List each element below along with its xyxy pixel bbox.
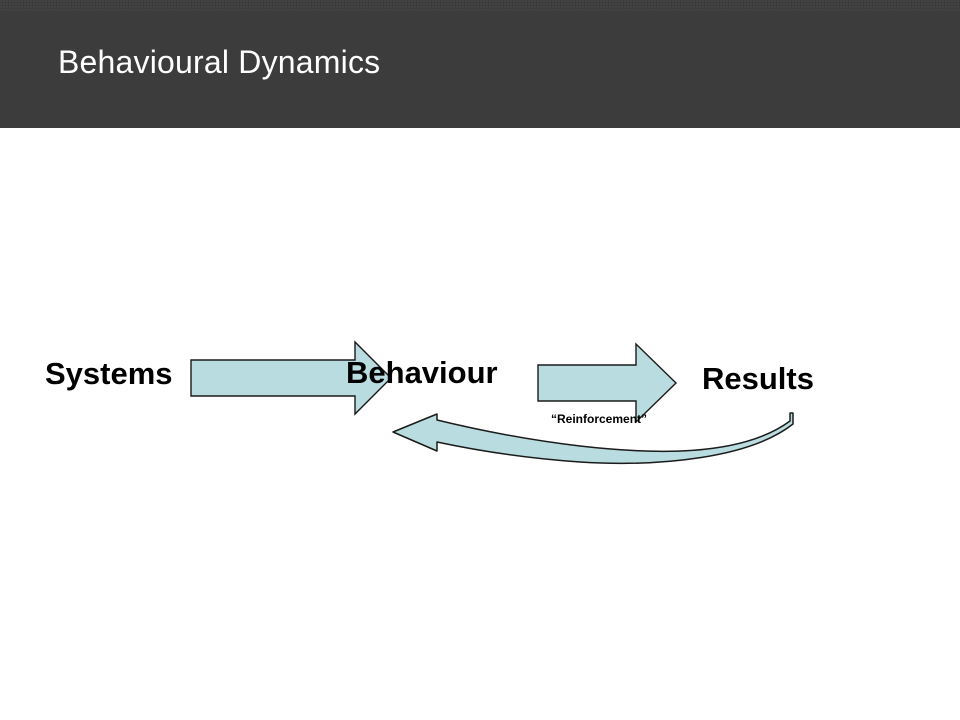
diagram-container: Systems Behaviour Results “Reinforcement… — [0, 128, 960, 720]
connector-systems-to-behaviour — [190, 340, 392, 416]
header-texture-strip — [0, 0, 960, 12]
diagram-node-results: Results — [702, 361, 814, 396]
diagram-canvas — [190, 340, 794, 465]
slide-header-bar: Behavioural Dynamics — [0, 0, 960, 128]
feedback-arrow-label: “Reinforcement” — [551, 412, 648, 426]
diagram-node-behaviour: Behaviour — [346, 355, 498, 390]
connector-results-to-behaviour-feedback — [392, 412, 794, 465]
diagram-node-systems: Systems — [45, 356, 173, 391]
connector-behaviour-to-results — [537, 342, 678, 424]
page-title: Behavioural Dynamics — [58, 44, 381, 80]
